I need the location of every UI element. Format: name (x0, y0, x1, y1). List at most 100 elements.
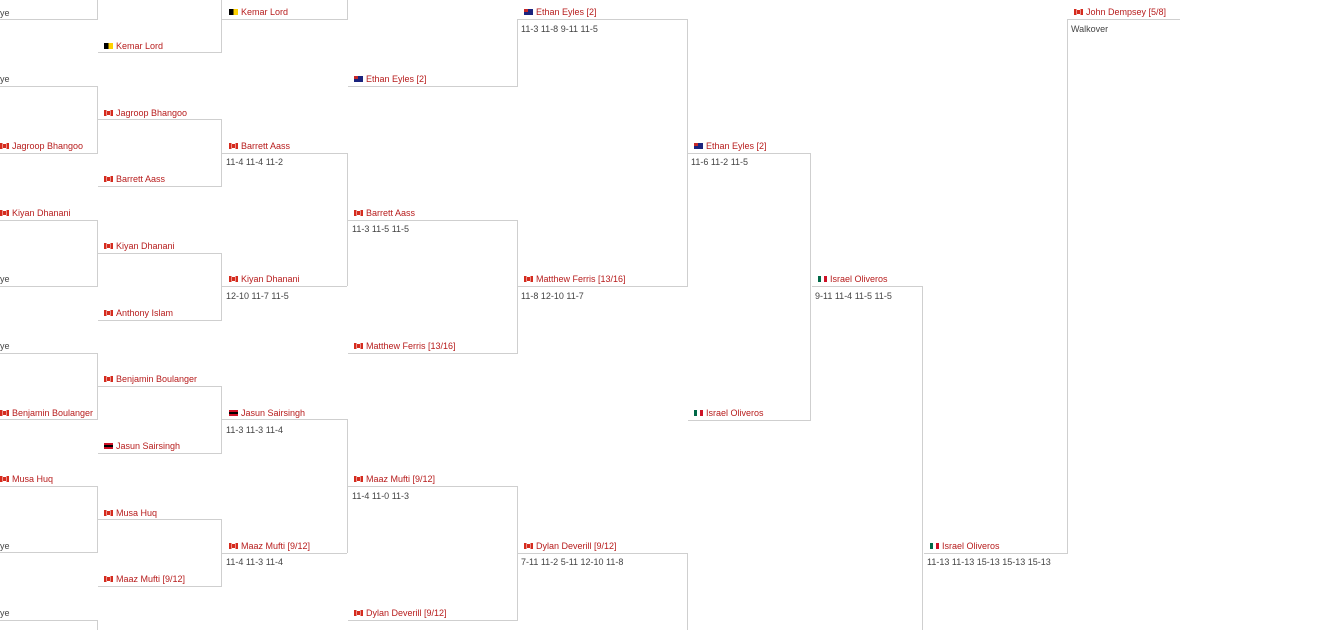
bracket-connector-line (922, 286, 923, 630)
match-score: ye (0, 608, 10, 619)
player-link[interactable]: Israel Oliveros (942, 541, 1000, 551)
player-link[interactable]: Kiyan Dhanani (116, 241, 175, 251)
bracket-connector-line (0, 419, 98, 420)
score-text: 11-13 11-13 15-13 15-13 15-13 (927, 557, 1051, 567)
player-link[interactable]: Jagroop Bhangoo (116, 108, 188, 118)
flag-icon (0, 210, 9, 216)
bracket-connector-line (348, 86, 518, 87)
player-link[interactable]: Ethan Eyles [2] (366, 74, 427, 84)
bracket-connector-line (97, 353, 98, 420)
flag-icon (354, 76, 363, 82)
flag-icon (1074, 9, 1083, 15)
player-link[interactable]: John Dempsey [5/8] (1086, 7, 1167, 17)
bracket-entry: Kiyan Dhanani (104, 241, 175, 252)
flag-icon (104, 176, 113, 182)
player-link[interactable]: Dylan Deverill [9/12] (366, 608, 447, 618)
match-score: ye (0, 8, 10, 19)
bracket-connector-line (222, 553, 347, 554)
flag-icon (104, 243, 113, 249)
bracket-connector-line (222, 286, 347, 287)
match-score: 11-3 11-8 9-11 11-5 (521, 24, 598, 35)
player-link[interactable]: Maaz Mufti [9/12] (366, 474, 436, 484)
player-link[interactable]: Kemar Lord (116, 41, 164, 51)
flag-icon (104, 376, 113, 382)
bracket-entry: Benjamin Boulanger (104, 374, 197, 385)
match-score: ye (0, 541, 10, 552)
bracket-entry: Jasun Sairsingh (104, 441, 180, 452)
player-link[interactable]: Musa Huq (116, 508, 158, 518)
bracket-entry: Jasun Sairsingh (229, 408, 305, 419)
bracket-entry: Jagroop Bhangoo (104, 108, 187, 119)
player-link[interactable]: Benjamin Boulanger (116, 374, 198, 384)
flag-icon (104, 576, 113, 582)
bracket-connector-line (97, 220, 98, 287)
match-score: 11-13 11-13 15-13 15-13 15-13 (927, 557, 1051, 568)
player-link[interactable]: Israel Oliveros (706, 408, 764, 418)
player-link[interactable]: Israel Oliveros (830, 274, 888, 284)
player-link[interactable]: Matthew Ferris [13/16] (366, 341, 456, 351)
bracket-connector-line (687, 553, 688, 630)
score-text: 9-11 11-4 11-5 11-5 (815, 291, 892, 301)
flag-icon (104, 443, 113, 449)
bracket-entry: Kemar Lord (104, 41, 163, 52)
bracket-connector-line (0, 86, 98, 87)
score-text: 11-6 11-2 11-5 (691, 157, 749, 167)
bracket-entry: Ethan Eyles [2] (694, 141, 767, 152)
bracket-entry: Maaz Mufti [9/12] (104, 574, 185, 585)
player-link[interactable]: Musa Huq (12, 474, 54, 484)
bracket-entry: Ethan Eyles [2] (354, 74, 427, 85)
flag-icon (694, 410, 703, 416)
player-link[interactable]: Kemar Lord (241, 7, 289, 17)
match-score: 11-4 11-4 11-2 (226, 157, 283, 168)
score-text: 11-4 11-4 11-2 (226, 157, 284, 167)
player-link[interactable]: Barrett Aass (116, 174, 166, 184)
score-text: Walkover (1071, 24, 1109, 34)
bracket-connector-line (97, 0, 98, 20)
score-text: ye (0, 274, 10, 284)
bracket-entry: Israel Oliveros (694, 408, 764, 419)
flag-icon (229, 410, 238, 416)
player-link[interactable]: Maaz Mufti [9/12] (241, 541, 311, 551)
score-text: 11-8 12-10 11-7 (521, 291, 584, 301)
player-link[interactable]: Jasun Sairsingh (116, 441, 181, 451)
player-link[interactable]: Jasun Sairsingh (241, 408, 306, 418)
flag-icon (229, 276, 238, 282)
bracket-entry: Matthew Ferris [13/16] (354, 341, 456, 352)
bracket-connector-line (0, 153, 98, 154)
bracket-connector-line (687, 19, 688, 286)
bracket-connector-line (97, 86, 98, 154)
player-link[interactable]: Benjamin Boulanger (12, 408, 94, 418)
player-link[interactable]: Anthony Islam (116, 308, 174, 318)
bracket-connector-line (98, 519, 222, 520)
bracket-connector-line (0, 620, 98, 621)
bracket-connector-line (221, 253, 222, 320)
match-score: 11-8 12-10 11-7 (521, 291, 584, 302)
player-link[interactable]: Barrett Aass (366, 208, 416, 218)
score-text: 11-3 11-8 9-11 11-5 (521, 24, 598, 34)
player-link[interactable]: Kiyan Dhanani (241, 274, 300, 284)
bracket-connector-line (0, 19, 98, 20)
player-link[interactable]: Kiyan Dhanani (12, 208, 71, 218)
bracket-entry: Barrett Aass (354, 208, 415, 219)
player-link[interactable]: Dylan Deverill [9/12] (536, 541, 617, 551)
flag-icon (524, 276, 533, 282)
score-text: 11-3 11-3 11-4 (226, 425, 284, 435)
player-link[interactable]: Barrett Aass (241, 141, 291, 151)
bracket-connector-line (517, 486, 518, 620)
player-link[interactable]: Matthew Ferris [13/16] (536, 274, 626, 284)
bracket-entry: Israel Oliveros (818, 274, 888, 285)
player-link[interactable]: Ethan Eyles [2] (536, 7, 597, 17)
score-text: ye (0, 74, 10, 84)
player-link[interactable]: Jagroop Bhangoo (12, 141, 84, 151)
bracket-connector-line (0, 220, 98, 221)
bracket-entry: Maaz Mufti [9/12] (354, 474, 435, 485)
bracket-connector-line (812, 286, 923, 287)
flag-icon (104, 510, 113, 516)
flag-icon (354, 343, 363, 349)
bracket-connector-line (347, 153, 348, 286)
player-link[interactable]: Maaz Mufti [9/12] (116, 574, 186, 584)
bracket-connector-line (924, 553, 1068, 554)
player-link[interactable]: Ethan Eyles [2] (706, 141, 767, 151)
bracket-connector-line (348, 353, 518, 354)
bracket-entry: Kiyan Dhanani (0, 208, 71, 219)
